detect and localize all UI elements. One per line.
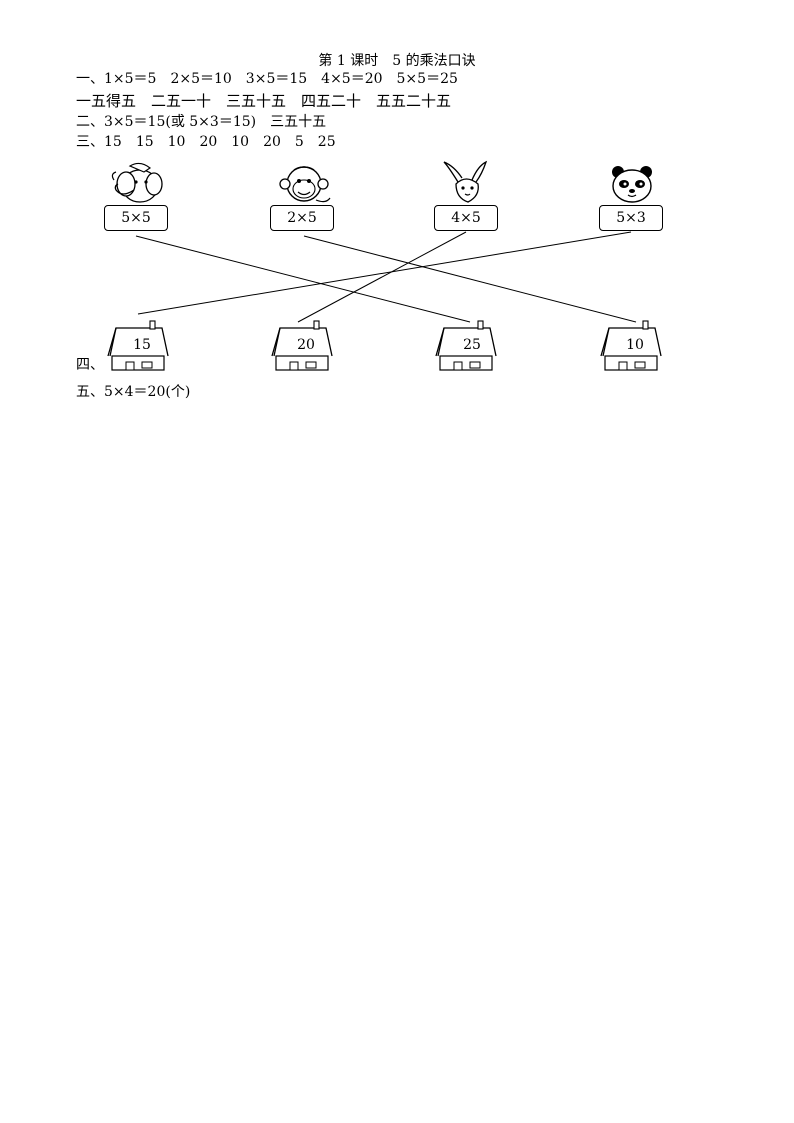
house-icon bbox=[435, 320, 497, 371]
part2-answer: 二、3×5＝15(或 5×3＝15) 三五十五 bbox=[76, 114, 327, 130]
expression-card-elephant: 5×5 bbox=[104, 205, 168, 231]
house-label: 15 bbox=[133, 337, 151, 353]
panda-icon bbox=[612, 166, 652, 203]
house-icon bbox=[271, 320, 333, 371]
expression-card-monkey: 2×5 bbox=[270, 205, 334, 231]
house-label: 20 bbox=[297, 337, 315, 353]
house-icon bbox=[600, 320, 662, 371]
match-line-2x5-10 bbox=[303, 235, 637, 323]
match-line-4x5-20 bbox=[297, 231, 467, 323]
house-label: 10 bbox=[626, 337, 644, 353]
match-line-5x3-15 bbox=[137, 231, 632, 315]
part3-answers: 三、15 15 10 20 10 20 5 25 bbox=[76, 134, 336, 150]
house-label: 25 bbox=[463, 337, 481, 353]
house-icon bbox=[107, 320, 169, 371]
part1-rhymes: 一五得五 二五一十 三五十五 四五二十 五五二十五 bbox=[76, 92, 452, 110]
rabbit-icon bbox=[443, 160, 488, 203]
expression-card-rabbit: 4×5 bbox=[434, 205, 498, 231]
page-title: 第 1 课时 5 的乘法口诀 bbox=[318, 53, 476, 69]
expression-card-panda: 5×3 bbox=[599, 205, 663, 231]
part4-label: 四、 bbox=[76, 357, 104, 373]
elephant-icon bbox=[111, 162, 163, 203]
monkey-icon bbox=[279, 166, 331, 203]
part5-answer: 五、5×4＝20(个) bbox=[76, 384, 191, 400]
part1-answers: 一、1×5＝5 2×5＝10 3×5＝15 4×5＝20 5×5＝25 bbox=[76, 71, 458, 87]
match-line-5x5-25 bbox=[135, 235, 471, 323]
